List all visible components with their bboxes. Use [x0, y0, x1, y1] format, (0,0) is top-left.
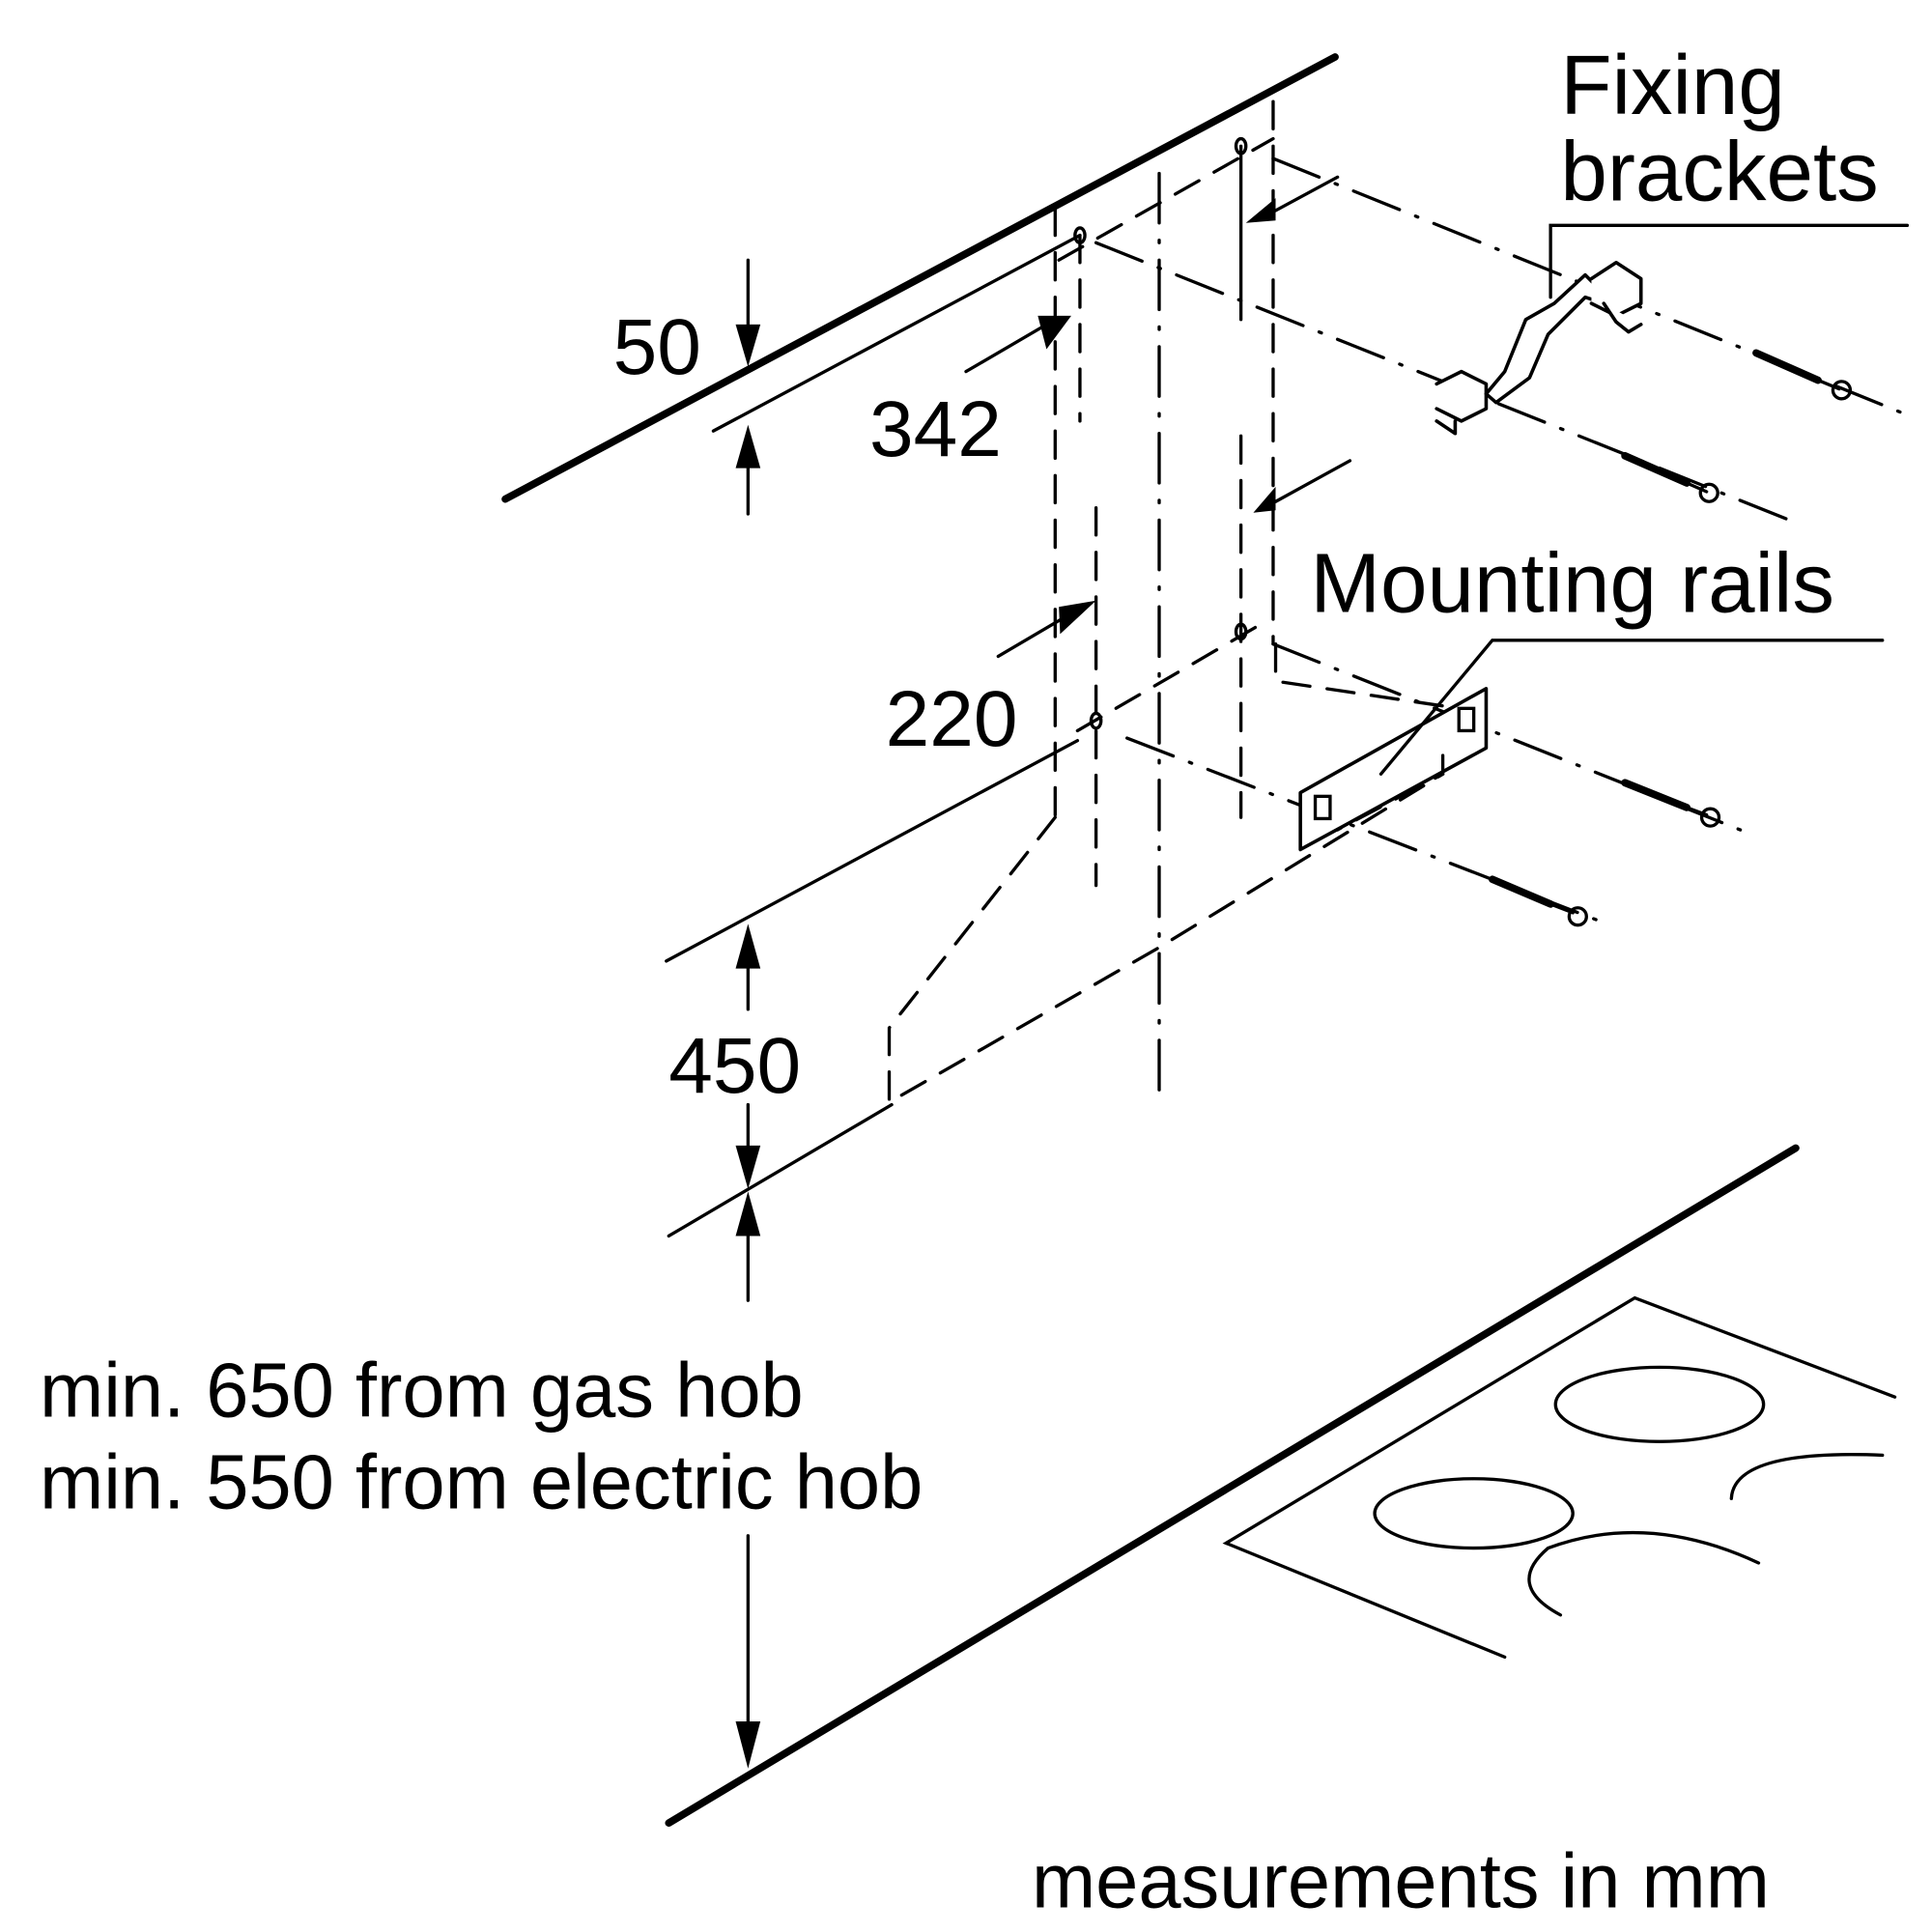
hob-icon: [1222, 1295, 1897, 1660]
electric-hob-clearance-label: min. 550 from electric hob: [40, 1439, 923, 1525]
screw-icon: [1752, 349, 1853, 401]
drill-axis-4: [1125, 736, 1605, 924]
screw-icon: [1621, 779, 1721, 828]
clearance-arrows: [735, 1191, 761, 1769]
dimension-450-arrows: [735, 923, 761, 1189]
fixing-brackets-leader: [1548, 223, 1910, 299]
dimension-342-arrows: [964, 175, 1340, 374]
mounting-rails-leader: [1378, 639, 1885, 776]
dimension-342-label: 342: [869, 385, 1002, 473]
dimension-50-label: 50: [613, 303, 701, 391]
drill-hole-markers: [1073, 136, 1248, 730]
hood-bottom-line: [667, 1102, 894, 1238]
fixing-bracket-icon: [1435, 261, 1643, 436]
screw-icon: [1621, 451, 1719, 503]
hood-lower-outline: [887, 772, 1445, 1105]
dimension-220-arrows: [996, 459, 1352, 659]
mounting-rail-icon: [1273, 642, 1489, 852]
upper-hole-connector: [1057, 136, 1275, 262]
units-note: measurements in mm: [1032, 1837, 1770, 1923]
rail-reference-line: [665, 739, 1080, 963]
mounting-rails-label: Mounting rails: [1310, 536, 1834, 630]
gas-hob-clearance-label: min. 650 from gas hob: [40, 1348, 804, 1434]
worktop-edge: [665, 1144, 1800, 1828]
wall-plug-screws: [1489, 349, 1853, 927]
dimension-220-label: 220: [886, 675, 1018, 763]
upper-reference-line: [711, 233, 1082, 433]
fixing-brackets-label-line1: Fixing: [1560, 39, 1785, 132]
ceiling-edge-line: [501, 53, 1339, 503]
dimension-450-label: 450: [668, 1022, 801, 1110]
screw-icon: [1489, 875, 1588, 927]
fixing-brackets-label-line2: brackets: [1560, 126, 1878, 219]
dimension-50-arrows: [735, 258, 761, 516]
